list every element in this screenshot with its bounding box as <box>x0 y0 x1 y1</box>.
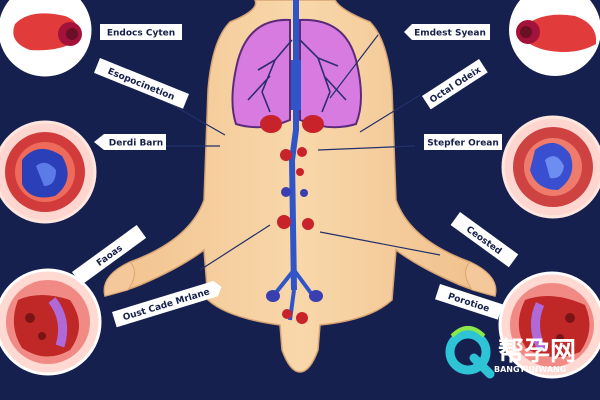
label-top-right: Emdest Syean <box>414 29 486 39</box>
label-top-left: Endocs Cyten <box>107 29 175 39</box>
medallion-bottom-right <box>498 271 600 379</box>
watermark: 帮孕网 BANGYUNWANG <box>445 326 576 379</box>
lungs <box>231 18 362 129</box>
medallion-mid-left <box>0 120 97 224</box>
label-mid-right: Stepfer Orean <box>427 139 499 149</box>
medallion-top-left <box>0 0 92 77</box>
organs <box>260 115 324 324</box>
watermark-subtitle: BANGYUNWANG <box>494 365 566 374</box>
watermark-logo-icon <box>445 329 491 375</box>
label-mid-left: Derdi Barn <box>109 139 163 149</box>
label-upper-right: Octal Odeix <box>428 65 483 105</box>
watermark-title: 帮孕网 <box>498 337 576 367</box>
medallion-mid-right <box>501 115 600 219</box>
medallion-top-right <box>509 0 600 76</box>
medallion-bottom-left <box>0 268 102 376</box>
human-body <box>103 0 497 373</box>
blood-vessels <box>268 0 318 321</box>
